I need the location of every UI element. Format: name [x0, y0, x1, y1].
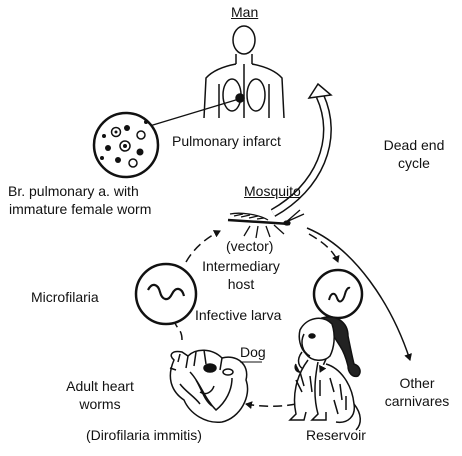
pulmonary-infarct-label: Pulmonary infarct: [172, 133, 281, 149]
man-label: Man: [231, 4, 258, 20]
reservoir-label: Reservoir: [306, 427, 366, 443]
infective-larva-icon: [314, 270, 362, 318]
microfilaria-icon: [136, 264, 196, 324]
br-pulmonary-label-line2: immature female worm: [9, 201, 151, 217]
mosquito-icon: [228, 210, 304, 238]
infective-larva-label: Infective larva: [195, 307, 281, 323]
other-carnivores-label-line1: Other: [376, 375, 458, 391]
dead-end-label-line1: Dead end: [378, 137, 450, 153]
intermediary-label-line1: Intermediary: [190, 258, 292, 274]
dog-icon: [290, 317, 360, 430]
dog-label: Dog: [240, 344, 266, 360]
adult-heart-label-line1: Adult heart: [46, 378, 154, 394]
heart-icon: [170, 350, 248, 422]
br-pulmonary-label-line1: Br. pulmonary a. with: [8, 183, 139, 199]
adult-heart-label-line2: worms: [46, 396, 154, 412]
vector-label: (vector): [226, 238, 273, 254]
lung-section-icon: [94, 113, 158, 177]
dirofilaria-label: (Dirofilaria immitis): [86, 427, 202, 443]
mosquito-label: Mosquito: [244, 183, 301, 199]
other-carnivores-label-line2: carnivares: [376, 393, 458, 409]
pointer-line: [143, 99, 239, 128]
intermediary-label-line2: host: [190, 276, 292, 292]
dead-end-label-line2: cycle: [378, 155, 450, 171]
microfilaria-label: Microfilaria: [31, 289, 99, 305]
man-figure-icon: [204, 26, 284, 118]
